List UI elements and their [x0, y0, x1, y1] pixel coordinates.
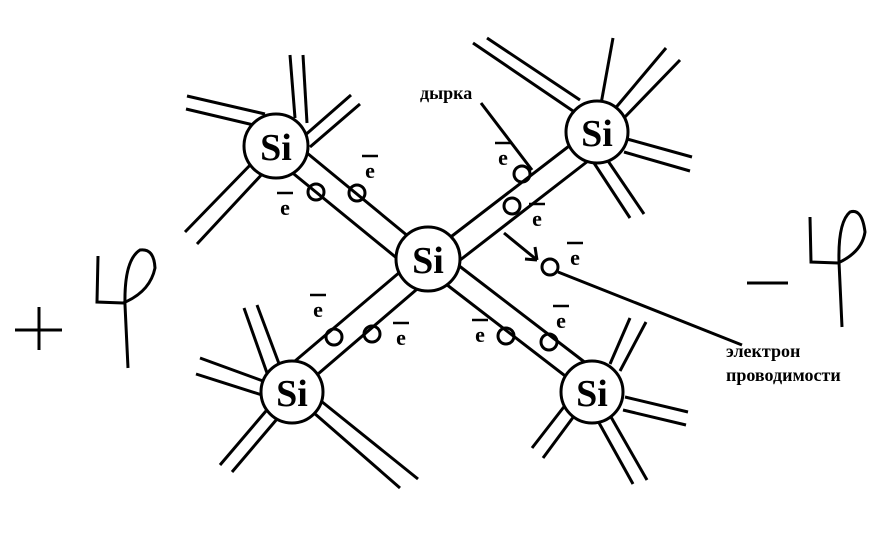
hole-circle [512, 164, 532, 184]
electron-label: e [498, 145, 508, 170]
electron-label: e [570, 245, 580, 270]
electron-circle [502, 196, 522, 216]
si-atom-top-right [564, 99, 630, 165]
arrow-icon [503, 231, 539, 262]
outer-bonds-bottom-left [195, 304, 419, 490]
electron-label: e [396, 325, 406, 350]
electron-circle [324, 327, 344, 347]
electron-circle [362, 324, 382, 344]
si-atom-top-left [242, 112, 310, 180]
electron-label: e [556, 308, 566, 333]
bond-center-top-left [277, 137, 421, 266]
si-atom-bottom-right [559, 359, 625, 425]
electron-label: e [475, 322, 485, 347]
outer-bonds-top-left [183, 54, 361, 246]
si-label-top-right: Si [581, 113, 613, 155]
bond-center-bottom-right [441, 263, 592, 384]
electron-circle [496, 326, 516, 346]
conduction-electron-circle [540, 257, 560, 277]
bond-center-top-right [438, 141, 589, 266]
hole-pointer-line [479, 102, 534, 171]
si-label-top-left: Si [260, 127, 292, 169]
hole-label: дырка [420, 83, 472, 103]
si-atom-bottom-left [259, 359, 325, 425]
electron-circle [539, 332, 559, 352]
electron-circle [306, 182, 326, 202]
conduction-electron-label-line2: проводимости [726, 365, 841, 385]
electron-label: e [313, 297, 323, 322]
electron-overbars [277, 141, 583, 325]
conduction-electron-label-line1: электрон [726, 341, 800, 361]
electron-label: e [532, 206, 542, 231]
si-label-bottom-left: Si [276, 373, 308, 415]
outer-bonds-top-right [472, 36, 693, 219]
electron-pointer-line [557, 270, 743, 347]
electron-circle [347, 183, 367, 203]
si-label-center: Si [412, 240, 444, 282]
si-atom-center [394, 225, 462, 293]
positive-potential-symbol [15, 248, 157, 369]
negative-potential-symbol [747, 209, 867, 328]
electron-label: e [280, 195, 290, 220]
si-label-bottom-right: Si [576, 373, 608, 415]
electron-label: e [365, 158, 375, 183]
